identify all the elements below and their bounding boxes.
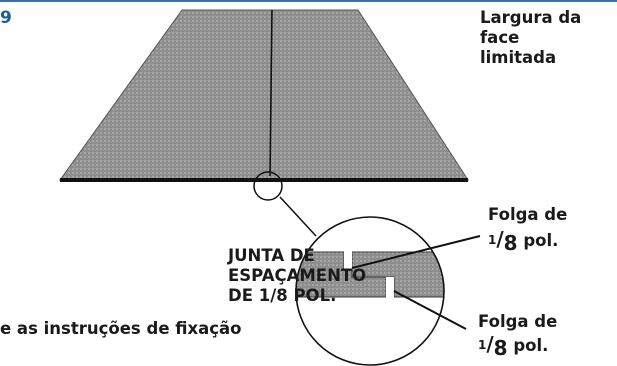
joint-label-line2: DE 1/8 POL.	[228, 286, 337, 305]
gap-top-label: Folga de 1/8 pol.	[488, 205, 568, 255]
gap-bottom-numerator: 1	[478, 338, 487, 352]
joint-label: JUNTA DE ESPAÇAMENTO DE 1/8 POL.	[228, 246, 438, 306]
panel-base-edge	[60, 178, 468, 182]
gap-top-pointer	[351, 235, 481, 269]
joint-label-line1: JUNTA DE ESPAÇAMENTO	[228, 246, 367, 285]
gap-bottom-denominator: 8	[493, 336, 508, 360]
gap-bottom-pointer	[393, 290, 467, 330]
instructions-fragment: e as instruções de fixação	[0, 319, 242, 338]
gap-top-unit: pol.	[523, 231, 559, 250]
panel-surface	[59, 9, 469, 181]
figure-number: 9	[0, 8, 12, 28]
face-width-label-line2: limitada	[480, 48, 557, 67]
gap-top-numerator: 1	[488, 233, 497, 247]
gap-bottom-label: Folga de 1/8 pol.	[478, 312, 558, 360]
magnified-detail	[296, 217, 444, 365]
detail-leader-line	[279, 196, 317, 237]
face-width-label: Largura da face limitada	[480, 8, 617, 68]
top-rule	[0, 0, 617, 2]
gap-bottom-unit: pol.	[513, 336, 549, 355]
gap-bottom-label-line1: Folga de	[478, 312, 558, 331]
center-joint-line	[269, 9, 273, 177]
face-width-label-line1: Largura da face	[480, 8, 582, 47]
magnified-circle	[295, 216, 445, 366]
gap-top-label-line1: Folga de	[488, 205, 568, 224]
detail-marker-circle	[253, 171, 283, 201]
gap-top-denominator: 8	[503, 231, 518, 255]
